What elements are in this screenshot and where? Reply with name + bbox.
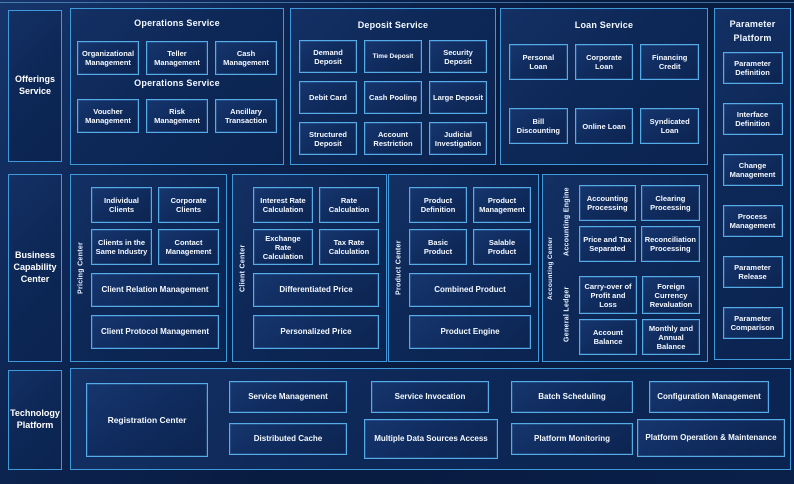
- box-organizational-management: Organizational Management: [77, 41, 139, 75]
- box-tax-rate-calculation: Tax Rate Calculation: [319, 229, 379, 265]
- box-differentiated-price: Differentiated Price: [253, 273, 379, 307]
- box-voucher-management: Voucher Management: [77, 99, 139, 133]
- box-multiple-data-sources-access: Multiple Data Sources Access: [364, 419, 498, 459]
- box-corporate-clients: Corporate Clients: [158, 187, 219, 223]
- box-client-relation-management: Client Relation Management: [91, 273, 219, 307]
- accounting-center-label: Accounting Center: [547, 236, 554, 300]
- box-service-invocation: Service Invocation: [371, 381, 489, 413]
- box-syndicated-loan: Syndicated Loan: [640, 108, 699, 144]
- box-corporate-loan: Corporate Loan: [574, 44, 634, 80]
- box-account-balance: Account Balance: [579, 319, 637, 355]
- section-accounting-center: Accounting Center Accounting Engine Gene…: [542, 174, 708, 362]
- box-ancillary-transaction: Ancillary Transaction: [215, 99, 277, 133]
- box-structured-deposit: Structured Deposit: [299, 122, 357, 155]
- rail-technology-platform: Technology Platform: [8, 370, 62, 470]
- box-registration-center: Registration Center: [86, 383, 208, 457]
- box-cash-management: Cash Management: [215, 41, 277, 75]
- box-judicial-investigation: Judicial Investigation: [429, 122, 487, 155]
- box-parameter-release: Parameter Release: [722, 255, 783, 288]
- box-bill-discounting: Bill Discounting: [509, 108, 568, 144]
- box-online-loan: Online Loan: [574, 108, 634, 144]
- box-demand-deposit: Demand Deposit: [299, 40, 357, 73]
- deposit-service-title: Deposit Service: [357, 20, 429, 30]
- operations-service-subtitle: Operations Service: [134, 78, 220, 88]
- box-service-management: Service Management: [229, 381, 347, 413]
- box-combined-product: Combined Product: [409, 273, 531, 307]
- box-interface-definition: Interface Definition: [722, 102, 783, 135]
- pricing-center-label: Pricing Center: [77, 241, 85, 295]
- box-personalized-price: Personalized Price: [253, 315, 379, 349]
- box-debit-card: Debit Card: [299, 81, 357, 114]
- box-large-deposit: Large Deposit: [429, 81, 487, 114]
- box-reconciliation-processing: Reconciliation Processing: [640, 226, 700, 262]
- loan-service-title: Loan Service: [574, 20, 634, 30]
- box-teller-management: Teller Management: [146, 41, 208, 75]
- panel-operations-service: Operations Service Organizational Manage…: [70, 8, 284, 165]
- panel-loan-service: Loan Service Personal Loan Corporate Loa…: [500, 8, 708, 165]
- box-distributed-cache: Distributed Cache: [229, 423, 347, 455]
- box-carry-over-profit-loss: Carry-over of Profit and Loss: [579, 276, 637, 314]
- box-financing-credit: Financing Credit: [640, 44, 699, 80]
- panel-deposit-service: Deposit Service Demand Deposit Time Depo…: [290, 8, 496, 165]
- box-rate-calculation: Rate Calculation: [319, 187, 379, 223]
- box-price-and-tax-separated: Price and Tax Separated: [579, 226, 636, 262]
- section-pricing-center: Pricing Center Individual Clients Corpor…: [70, 174, 227, 362]
- box-process-management: Process Management: [722, 204, 783, 237]
- box-product-definition: Product Definition: [409, 187, 467, 223]
- box-contact-management: Contact Management: [158, 229, 219, 265]
- box-interest-rate-calculation: Interest Rate Calculation: [253, 187, 313, 223]
- box-cash-pooling: Cash Pooling: [364, 81, 422, 114]
- box-accounting-processing: Accounting Processing: [579, 185, 636, 221]
- rail-offerings-service: Offerings Service: [8, 10, 62, 162]
- section-client-center: Client Center Interest Rate Calculation …: [232, 174, 387, 362]
- general-ledger-label: General Ledger: [563, 286, 571, 342]
- box-risk-management: Risk Management: [146, 99, 208, 133]
- client-center-label: Client Center: [239, 244, 247, 292]
- box-time-deposit: Time Deposit: [364, 40, 422, 73]
- box-clients-same-industry: Clients in the Same Industry: [91, 229, 152, 265]
- section-product-center: Product Center Product Definition Produc…: [388, 174, 539, 362]
- rail-business-capability-center: Business Capability Center: [8, 174, 62, 362]
- box-clearing-processing: Clearing Processing: [640, 185, 700, 221]
- product-center-label: Product Center: [395, 240, 403, 296]
- box-individual-clients: Individual Clients: [91, 187, 152, 223]
- accounting-engine-label: Accounting Engine: [563, 187, 571, 257]
- box-platform-operation-maintenance: Platform Operation & Maintenance: [637, 419, 785, 457]
- box-account-restriction: Account Restriction: [364, 122, 422, 155]
- operations-service-title: Operations Service: [134, 18, 220, 28]
- box-product-management: Product Management: [473, 187, 531, 223]
- box-personal-loan: Personal Loan: [509, 44, 568, 80]
- box-batch-scheduling: Batch Scheduling: [511, 381, 633, 413]
- box-configuration-management: Configuration Management: [649, 381, 769, 413]
- panel-parameter-platform: Parameter Platform Parameter Definition …: [714, 8, 791, 360]
- box-parameter-definition: Parameter Definition: [722, 51, 783, 84]
- panel-technology-platform: Registration Center Service Management D…: [70, 368, 791, 470]
- box-exchange-rate-calculation: Exchange Rate Calculation: [253, 229, 313, 265]
- box-monthly-annual-balance: Monthly and Annual Balance: [642, 319, 700, 355]
- box-change-management: Change Management: [722, 153, 783, 186]
- top-border-line: [0, 2, 794, 3]
- box-client-protocol-management: Client Protocol Management: [91, 315, 219, 349]
- box-foreign-currency-revaluation: Foreign Currency Revaluation: [642, 276, 700, 314]
- box-basic-product: Basic Product: [409, 229, 467, 265]
- box-security-deposit: Security Deposit: [429, 40, 487, 73]
- parameter-platform-title: Parameter Platform: [729, 19, 776, 44]
- box-salable-product: Salable Product: [473, 229, 531, 265]
- box-parameter-comparison: Parameter Comparison: [722, 306, 783, 339]
- box-platform-monitoring: Platform Monitoring: [511, 423, 633, 455]
- box-product-engine: Product Engine: [409, 315, 531, 349]
